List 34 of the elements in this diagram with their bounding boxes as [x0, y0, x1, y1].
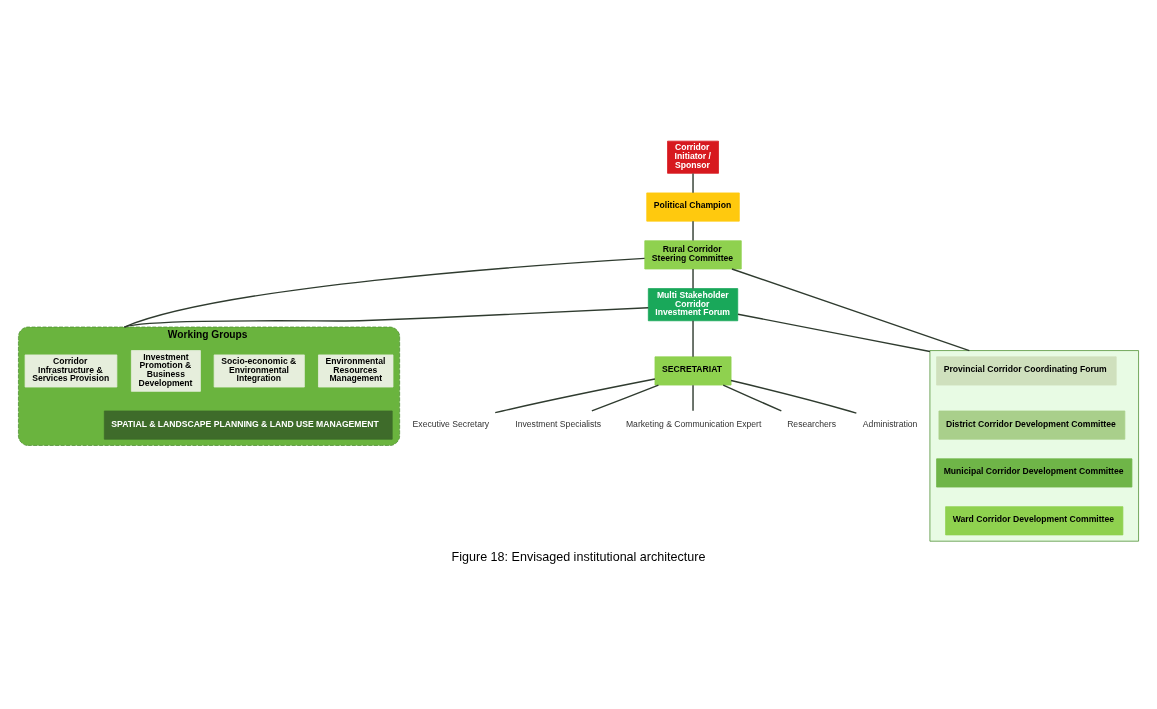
node-box: SPATIAL & LANDSCAPE PLANNING & LAND USE MANAGEMENT — [103, 410, 393, 440]
node-text: Administration — [862, 419, 918, 430]
connector — [692, 268, 694, 290]
node-text: Investment Specialists — [515, 419, 602, 430]
caption: Figure 18: Envisaged institutional architecture — [451, 549, 706, 564]
connector — [692, 172, 694, 194]
node-box: Multi Stakeholder Corridor Investment Forum — [647, 288, 739, 322]
node-box: Ward Corridor Development Committee — [945, 506, 1124, 536]
node-box: District Corridor Development Committee — [938, 410, 1126, 440]
connector — [123, 257, 646, 328]
connector — [722, 384, 783, 412]
connector — [591, 384, 660, 412]
node-text: Researchers — [787, 419, 836, 430]
connector — [692, 320, 694, 358]
node-text: Executive Secretary — [412, 419, 490, 430]
connector — [692, 384, 694, 412]
connector — [730, 379, 858, 414]
cluster — [929, 350, 1139, 542]
connector — [692, 220, 694, 242]
connector — [737, 313, 931, 353]
node-box: SECRETARIAT — [654, 356, 732, 386]
node-box: Environmental Resources Management — [318, 354, 394, 388]
node-box: Rural Corridor Steering Committee — [644, 240, 742, 270]
node-box: Investment Promotion & Business Development — [131, 350, 201, 392]
node-box: Socio-economic & Environmental Integration — [213, 354, 305, 388]
node-box: Corridor Infrastructure & Services Provision — [24, 354, 118, 388]
node-box: Municipal Corridor Development Committee — [936, 458, 1133, 488]
node-box: Corridor Initiator / Sponsor — [667, 140, 719, 174]
node-text: Marketing & Communication Expert — [625, 419, 762, 430]
node-box: Political Champion — [646, 192, 740, 222]
connector — [123, 307, 649, 328]
connector — [494, 378, 656, 414]
node-box: Provincial Corridor Coordinating Forum — [936, 356, 1117, 386]
connector — [731, 268, 971, 352]
